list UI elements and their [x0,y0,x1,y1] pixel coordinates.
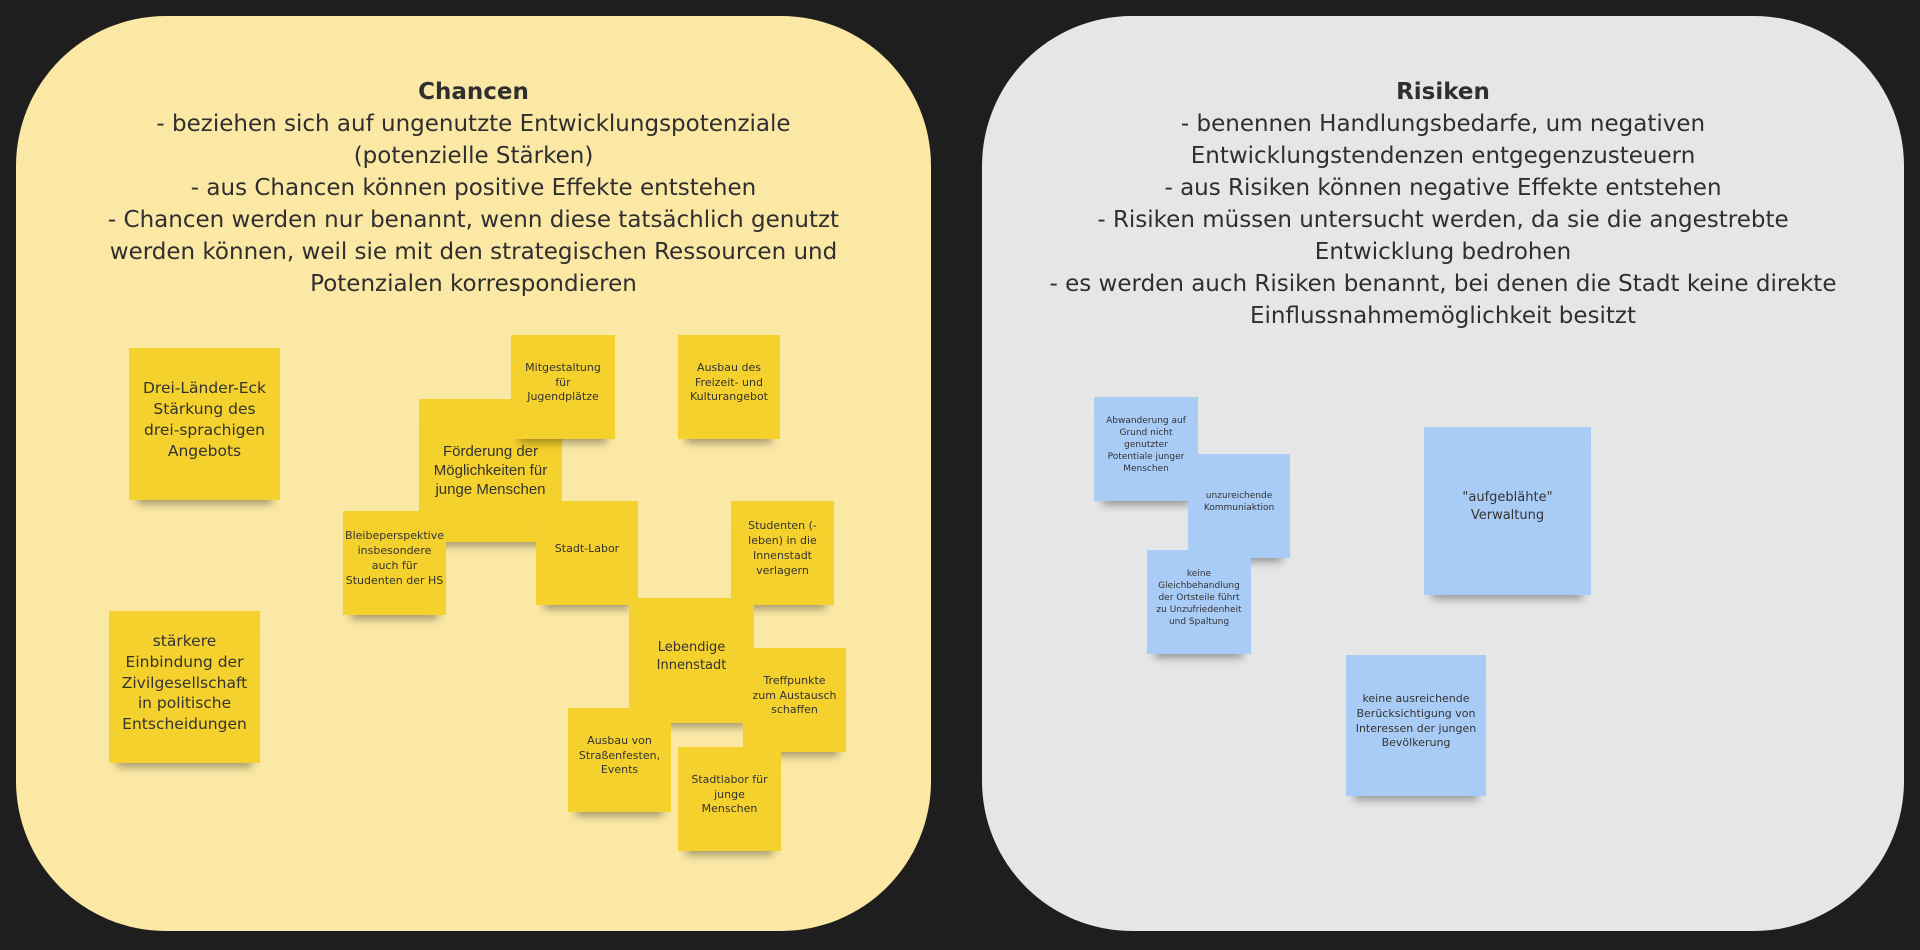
risiken-title: Risiken [1396,79,1490,105]
chancen-header: Chancen - beziehen sich auf ungenutzte E… [76,76,871,300]
sticky-note[interactable]: Drei-Länder-Eck Stärkung des drei-sprach… [129,348,280,500]
sticky-note[interactable]: Stadt-Labor [536,501,638,605]
chancen-line: - Chancen werden nur benannt, wenn diese… [107,207,840,297]
sticky-note[interactable]: Bleibeperspektive insbesondere auch für … [343,511,446,615]
risiken-line: - es werden auch Risiken benannt, bei de… [1049,271,1837,329]
chancen-title: Chancen [418,79,529,105]
chancen-line: - beziehen sich auf ungenutzte Entwicklu… [156,111,791,169]
sticky-note[interactable]: Treffpunkte zum Austausch schaffen [743,648,846,752]
risiken-header: Risiken - benennen Handlungsbedarfe, um … [1042,76,1844,332]
sticky-note[interactable]: Mitgestaltung für Jugendplätze [511,335,615,439]
sticky-note[interactable]: keine ausreichende Berücksichtigung von … [1346,655,1486,796]
risiken-line: - aus Risiken können negative Effekte en… [1164,175,1722,201]
sticky-note[interactable]: Ausbau von Straßenfesten, Events [568,708,671,812]
risiken-line: - benennen Handlungsbedarfe, um negative… [1180,111,1706,169]
sticky-note[interactable]: Studenten (-leben) in die Innenstadt ver… [731,501,834,605]
sticky-note[interactable]: Ausbau des Freizeit- und Kulturangebot [678,335,780,439]
sticky-note[interactable]: keine Gleichbehandlung der Ortsteile füh… [1147,550,1251,654]
sticky-note[interactable]: unzureichende Kommuniaktion [1188,454,1290,558]
risiken-line: - Risiken müssen untersucht werden, da s… [1097,207,1789,265]
chancen-line: - aus Chancen können positive Effekte en… [190,175,757,201]
sticky-note[interactable]: "aufgeblähte" Verwaltung [1424,427,1591,595]
sticky-note[interactable]: Stadtlabor für junge Menschen [678,747,781,851]
sticky-note[interactable]: Lebendige Innenstadt [629,598,754,723]
sticky-note[interactable]: stärkere Einbindung der Zivilgesellschaf… [109,611,260,763]
sticky-note[interactable]: Abwanderung auf Grund nicht genutzter Po… [1094,397,1198,501]
